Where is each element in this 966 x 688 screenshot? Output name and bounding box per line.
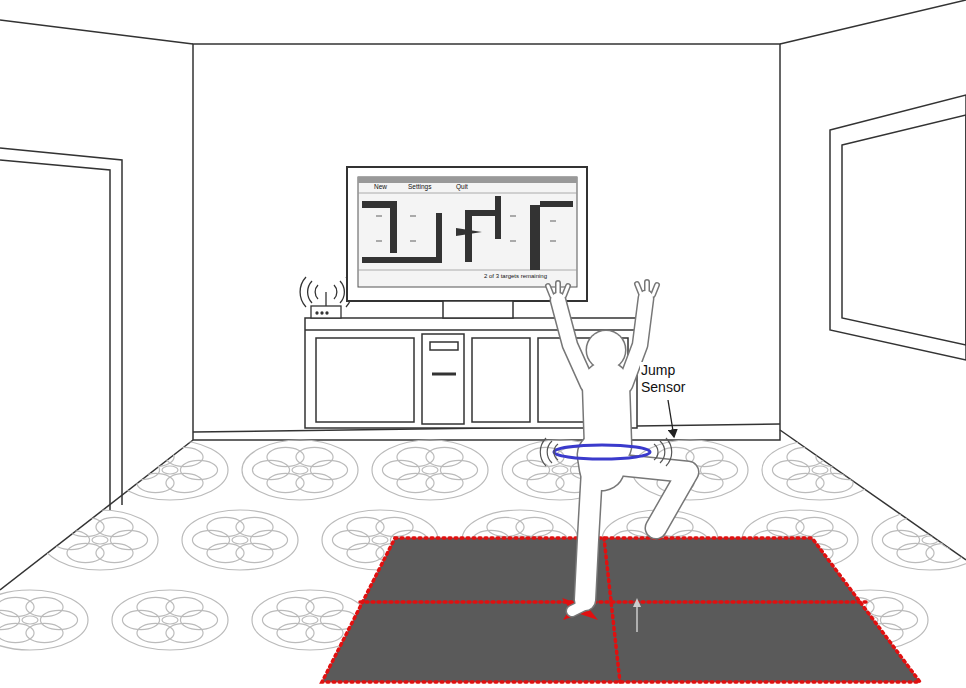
person-figure <box>548 282 688 611</box>
menu-item: Quit <box>456 183 486 191</box>
wifi-router <box>300 277 352 318</box>
menu-item: Settings <box>408 183 448 191</box>
callout-label: Jump Sensor <box>640 362 694 396</box>
room-walls <box>0 0 966 590</box>
floor-mat <box>322 538 920 682</box>
menu-item: New <box>374 183 404 191</box>
leader-line <box>668 400 674 437</box>
status-text: 2 of 3 targets remaining <box>484 273 576 280</box>
jump-sensor <box>540 400 674 466</box>
